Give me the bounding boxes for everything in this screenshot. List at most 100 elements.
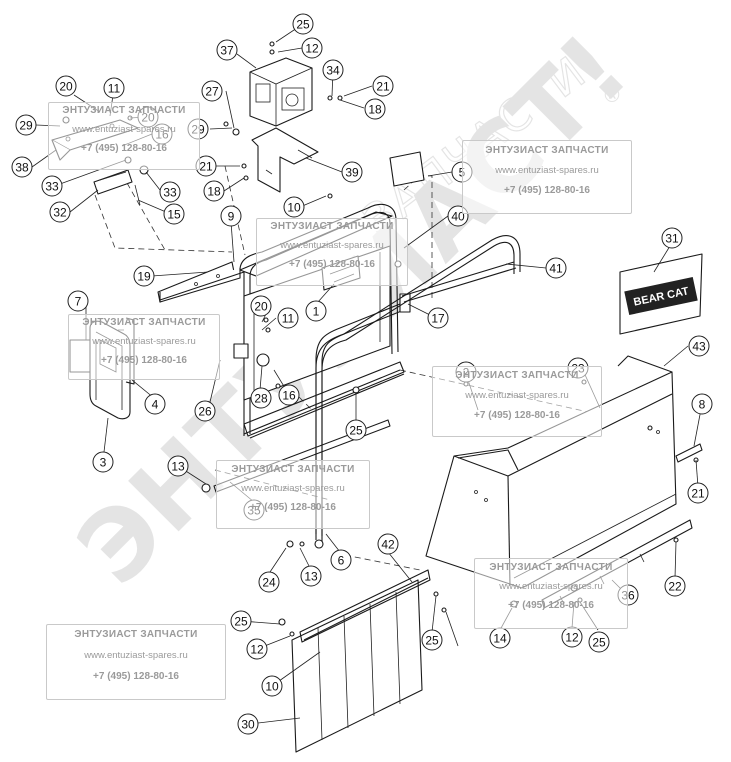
watermark-title: ЭНТУЗИАСТ ЗАПЧАСТИ [82,317,206,328]
part-5-label [389,151,425,187]
callout-number: 20 [59,80,73,94]
watermark-title: ЭНТУЗИАСТ ЗАПЧАСТИ [485,145,609,156]
callout-number: 20 [254,300,268,314]
callout-number: 6 [338,554,345,568]
watermark-title: ЭНТУЗИАСТ ЗАПЧАСТИ [270,221,394,232]
watermark-phone: +7 (495) 128-80-16 [250,502,336,513]
callout-circle [216,39,238,61]
callout-number: 21 [376,80,390,94]
callout-circle [377,533,399,555]
callout-number: 43 [692,340,706,354]
callout-number: 13 [304,570,318,584]
part-37-box [249,57,313,127]
callout-number: 9 [228,210,235,224]
callout-number: 18 [207,185,221,199]
callout-number: 32 [53,206,67,220]
callout-circle [330,549,352,571]
callout-number: 39 [345,166,359,180]
callout-number: 4 [152,398,159,412]
callout-circle [167,455,189,477]
callout-number: 31 [665,232,679,246]
watermark-phone: +7 (495) 128-80-16 [504,185,590,196]
callout-circle [159,181,181,203]
callout-circle [278,384,300,406]
watermark-contact-box: ЭНТУЗИАСТ ЗАПЧАСТИ www.entuziast-spares.… [256,218,408,286]
callout-number: 14 [493,632,507,646]
watermark-contact-box: ЭНТУЗИАСТ ЗАПЧАСТИ www.entuziast-spares.… [216,460,370,529]
callout-number: 10 [265,680,279,694]
callout-number: 21 [199,160,213,174]
callout-circle [246,638,268,660]
callout-number: 27 [205,85,219,99]
callout-number: 13 [171,460,185,474]
callout-circle [103,77,125,99]
callout-circle [341,161,363,183]
callout-number: 41 [549,262,563,276]
callout-circle [301,37,323,59]
callout-number: 29 [19,119,33,133]
callout-circle [427,307,449,329]
callout-number: 10 [287,201,301,215]
watermark-contact-box: ЭНТУЗИАСТ ЗАПЧАСТИ www.entuziast-spares.… [46,624,226,700]
watermark-contact-box: ЭНТУЗИАСТ ЗАПЧАСТИ www.entuziast-spares.… [48,102,200,170]
part-28-grommet [256,353,270,367]
watermark-title: ЭНТУЗИАСТ ЗАПЧАСТИ [489,562,613,573]
callout-circle [133,265,155,287]
callout-circle [545,257,567,279]
watermark-site: www.entuziast-spares.ru [280,240,384,251]
callout-circle [144,393,166,415]
callout-number: 25 [349,424,363,438]
watermark-phone: +7 (495) 128-80-16 [101,355,187,366]
callout-number: 24 [262,576,276,590]
watermark-site: www.entuziast-spares.ru [92,336,196,347]
part-39-bracket [251,127,319,193]
callout-circle [292,13,314,35]
part-41-rollbar [315,235,521,536]
callout-number: 25 [425,634,439,648]
watermark-phone: +7 (495) 128-80-16 [508,600,594,611]
watermark-contact-box: ЭНТУЗИАСТ ЗАПЧАСТИ www.entuziast-spares.… [462,140,632,214]
part-32-switch [93,169,141,206]
callout-circle [258,571,280,593]
watermark-phone: +7 (495) 128-80-16 [474,410,560,421]
callout-number: 21 [691,487,705,501]
watermark-contact-box: ЭНТУЗИАСТ ЗАПЧАСТИ www.entuziast-spares.… [68,314,220,380]
callout-number: 3 [100,456,107,470]
callout-number: 25 [592,636,606,650]
callout-circle [305,300,327,322]
callout-number: 33 [45,180,59,194]
callout-number: 12 [250,643,264,657]
callout-circle [261,675,283,697]
callout-circle [283,196,305,218]
watermark-site: www.entuziast-spares.ru [72,124,176,135]
watermark-contact-box: ЭНТУЗИАСТ ЗАПЧАСТИ www.entuziast-spares.… [474,558,628,629]
callout-circle [92,451,114,473]
callout-number: 25 [296,18,310,32]
callout-circle [687,482,709,504]
callout-circle [201,80,223,102]
callout-number: 17 [431,312,445,326]
callout-number: 8 [699,398,706,412]
callout-number: 18 [368,103,382,117]
callout-circle [194,400,216,422]
callout-circle [49,201,71,223]
watermark-title: ЭНТУЗИАСТ ЗАПЧАСТИ [455,370,579,381]
callout-circle [664,575,686,597]
callout-number: 11 [282,312,295,326]
callout-circle [55,75,77,97]
callout-circle [237,713,259,735]
callout-number: 30 [241,718,255,732]
watermark-contact-box: ЭНТУЗИАСТ ЗАПЧАСТИ www.entuziast-spares.… [432,366,602,437]
part-8-handle [675,443,703,463]
watermark-title: ЭНТУЗИАСТ ЗАПЧАСТИ [231,464,355,475]
callout-circle [364,98,386,120]
callout-circle [250,295,272,317]
callout-circle [588,631,610,653]
callout-circle [11,156,33,178]
callout-circle [277,307,299,329]
callout-number: 16 [282,389,296,403]
callout-number: 15 [167,208,181,222]
callout-number: 12 [565,631,579,645]
callout-number: 42 [381,538,395,552]
watermark-phone: +7 (495) 128-80-16 [81,143,167,154]
